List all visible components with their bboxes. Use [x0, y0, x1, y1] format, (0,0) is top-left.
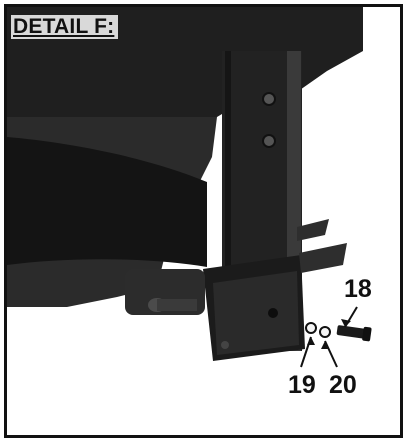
leader-20-arrow — [321, 341, 329, 349]
assembly-photo — [7, 7, 372, 368]
callout-19: 19 — [288, 371, 316, 399]
washer-20 — [319, 326, 331, 338]
lower-bracket-face — [213, 271, 299, 355]
leader-19-arrow — [307, 337, 315, 345]
bolt-18-head — [362, 326, 372, 342]
pivot-bolt-shaft — [157, 299, 197, 311]
post-edge — [225, 51, 231, 351]
leader-18-arrow — [341, 319, 351, 327]
callout-18: 18 — [344, 275, 372, 303]
pedal-upper — [297, 219, 329, 241]
detail-title: DETAIL F: — [11, 15, 119, 39]
housing-shadow — [7, 137, 207, 267]
washer-19 — [305, 322, 317, 334]
bolt-18 — [336, 325, 368, 339]
bracket-rivet — [221, 341, 229, 349]
pedal-lower — [299, 243, 347, 273]
bracket-hole — [268, 308, 278, 318]
post-bolt-lower — [262, 134, 276, 148]
post-bolt-upper — [262, 92, 276, 106]
callout-20: 20 — [329, 371, 357, 399]
detail-frame: DETAIL F: 18 19 20 — [4, 4, 403, 438]
